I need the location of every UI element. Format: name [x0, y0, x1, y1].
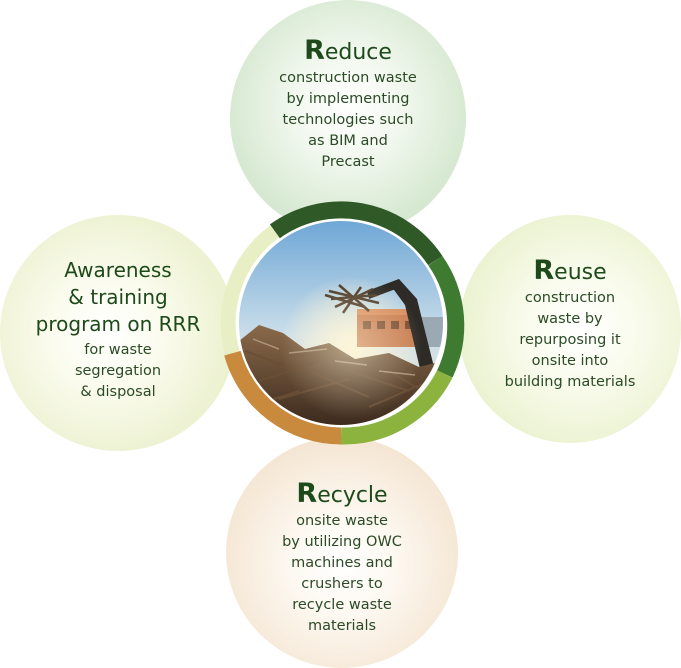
recycle-title: Recycle	[296, 478, 388, 509]
reuse-bubble: Reuse construction waste by repurposing …	[459, 215, 681, 443]
reuse-title: Reuse	[533, 255, 607, 286]
scrap-yard-photo	[239, 221, 443, 425]
reduce-description: construction waste by implementing techn…	[279, 70, 417, 170]
reuse-description: construction waste by repurposing it ons…	[504, 290, 636, 390]
awareness-title: Awareness & training program on RRR	[35, 258, 201, 336]
reduce-bubble: Reduce construction waste by implementin…	[230, 0, 466, 236]
recycle-description: onsite waste by utilizing OWC machines a…	[282, 513, 402, 634]
awareness-bubble: Awareness & training program on RRR for …	[0, 215, 236, 451]
awareness-description: for waste segregation & disposal	[74, 342, 162, 400]
reduce-title: Reduce	[304, 35, 392, 66]
center-cycle	[211, 193, 471, 453]
recycle-bubble: Recycle onsite waste by utilizing OWC ma…	[226, 437, 458, 668]
